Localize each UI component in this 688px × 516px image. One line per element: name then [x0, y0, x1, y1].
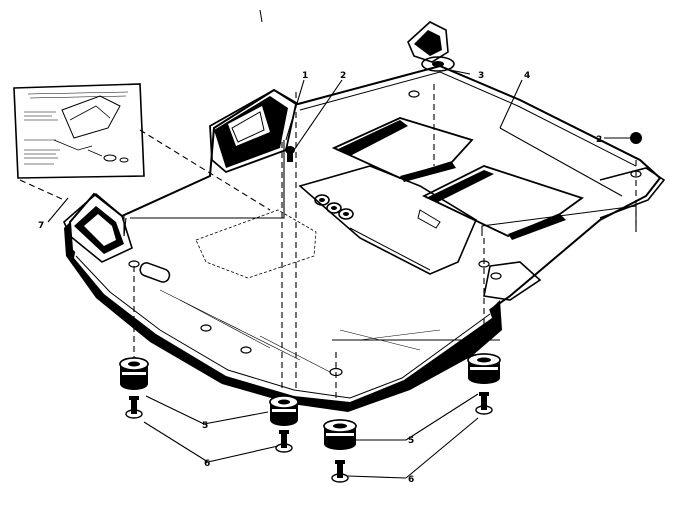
instruction-label — [13, 83, 145, 179]
foot-screw-center — [275, 430, 293, 453]
callout-6-left: 6 — [204, 459, 210, 469]
nut-part-2-center — [285, 146, 295, 162]
label-fine-print — [24, 91, 129, 165]
callout-3: 3 — [478, 71, 484, 81]
rubber-foot-front-right — [323, 419, 357, 450]
callout-5-right: 5 — [408, 436, 414, 446]
center-panel-left — [331, 117, 474, 182]
callout-6-right: 6 — [408, 475, 414, 485]
callout-2-right: 2 — [596, 135, 602, 145]
callout-1: 1 — [302, 71, 308, 81]
callout-2-center: 2 — [340, 71, 346, 81]
center-panel-right — [421, 165, 584, 240]
nut-part-2-right — [630, 132, 642, 144]
label-position-outline — [195, 209, 317, 279]
stray-mark — [259, 9, 263, 23]
callout-7: 7 — [38, 221, 44, 231]
callout-numbers: 1 2 2 3 4 5 5 6 6 7 — [38, 71, 602, 485]
slot-cutout — [139, 262, 171, 283]
foot-screw-front-right — [331, 460, 349, 483]
callout-4: 4 — [524, 71, 530, 81]
screw-assembly — [407, 21, 455, 72]
left-raised-bracket — [63, 192, 133, 263]
assembly-leader-lines — [19, 84, 637, 412]
callout-5-left: 5 — [202, 421, 208, 431]
recessed-tray — [298, 165, 478, 275]
callout-lines — [47, 69, 637, 479]
rubber-foot-rear-right — [467, 353, 501, 384]
foot-screw-front-left — [125, 396, 143, 419]
rubber-foot-center — [269, 395, 299, 426]
base-plate — [64, 64, 666, 412]
rear-window-bracket — [209, 88, 298, 174]
adjust-knobs — [314, 194, 354, 220]
label-illustration — [53, 95, 129, 163]
foot-screw-rear-right — [475, 392, 493, 415]
rubber-foot-front-left — [119, 357, 149, 390]
